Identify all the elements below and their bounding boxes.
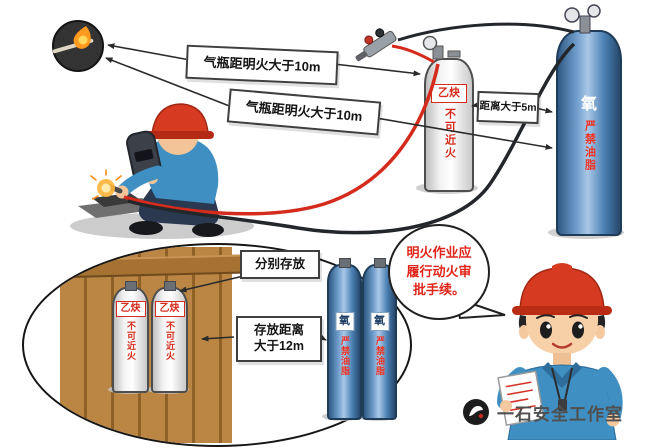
storage-distance-arrow-left (201, 335, 235, 342)
oxygen-regulator (564, 4, 601, 34)
cylinder-valve (373, 258, 386, 268)
acetylene-label: 乙炔 (154, 301, 185, 317)
officer-drawing (497, 263, 623, 441)
open-flame-icon (50, 18, 106, 79)
storage-distance-line1: 存放距离 (253, 323, 304, 338)
acetylene-warning-text: 不可近火 (126, 321, 136, 361)
officer-neck (553, 353, 571, 366)
flame-core (78, 35, 88, 45)
studio-logo-icon (463, 399, 489, 425)
officer-face (525, 315, 599, 355)
arrow-to-flame-2 (105, 57, 233, 108)
acetylene-regulator (422, 35, 461, 60)
cutting-torch (355, 28, 397, 62)
helmet-brim (512, 306, 612, 315)
oxygen-cylinder-stored-1: 氧 严禁油脂 (327, 258, 362, 420)
acetylene-hose (123, 63, 440, 216)
storage-distance-line2: 大于12m (253, 339, 305, 353)
officer-smile (551, 342, 573, 349)
speech-line3: 批手续。 (412, 282, 465, 298)
officer-helmet (519, 267, 605, 311)
oxygen-warning-text: 严禁油脂 (340, 336, 350, 376)
cylinder-gap-label: 距离大于5m (476, 90, 540, 125)
welder-shoe (129, 221, 163, 235)
separate-storage-label: 分别存放 (240, 250, 320, 279)
oxygen-warning-text: 严禁油脂 (583, 120, 596, 172)
acetylene-warning-text: 不可近火 (443, 108, 456, 160)
welder-helmet (151, 103, 209, 135)
oxygen-label: 氧 (335, 312, 354, 331)
oxygen-label: 氧 (580, 96, 597, 113)
arrow-to-flame-1 (107, 43, 191, 61)
document-text-lines (505, 381, 536, 412)
acetylene-label: 乙炔 (115, 301, 146, 317)
flame-drawing (52, 20, 104, 72)
welder-shoe (192, 223, 224, 237)
acetylene-warning-text: 不可近火 (165, 321, 175, 361)
officer-eye (540, 321, 552, 339)
cylinder-valve (163, 281, 176, 291)
officer-hand (500, 400, 512, 412)
badge (558, 399, 567, 411)
watermark: 一石安全工作室 (462, 398, 623, 426)
helmet-brim (144, 131, 214, 139)
acetylene-cylinder-stored-2: 乙炔 不可近火 (151, 281, 188, 393)
arrow-to-acetylene (333, 63, 421, 77)
cylinder-valve (124, 281, 137, 291)
officer-ear (595, 325, 605, 339)
studio-name: 一石安全工作室 (497, 404, 623, 424)
lanyard (551, 367, 573, 401)
cylinder-valve (338, 258, 351, 268)
speech-bubble: 明火作业应 履行动火审 批手续。 (388, 224, 490, 320)
helmet-ridge (552, 263, 572, 272)
speech-line2: 履行动火审 (406, 263, 472, 279)
oxygen-label: 氧 (370, 312, 389, 331)
safety-officer-illustration (492, 256, 632, 445)
weld-spark-rays (90, 169, 122, 200)
acetylene-cylinder-stored-1: 乙炔 不可近火 (112, 281, 149, 393)
red-hose-stub (391, 44, 435, 64)
officer-eye (572, 321, 584, 339)
oxygen-cylinder-top: 氧 严禁油脂 (556, 30, 622, 236)
oxygen-warning-text: 严禁油脂 (375, 336, 385, 376)
officer-eyebrow (569, 314, 588, 319)
officer-hand (606, 413, 620, 427)
officer-ear (519, 325, 529, 339)
officer-arm (597, 367, 623, 423)
arrow-to-oxygen (375, 117, 553, 150)
rule-label-top: 气瓶距明火大于10m (185, 44, 339, 86)
weld-spark-core (101, 183, 111, 193)
eye-highlight (578, 324, 583, 329)
speech-line1: 明火作业应 (406, 244, 472, 260)
black-hose-stub (397, 22, 575, 42)
officer-eyebrow (536, 314, 555, 319)
storage-distance-label: 存放距离 大于12m (236, 316, 322, 362)
eye-highlight (546, 324, 551, 329)
